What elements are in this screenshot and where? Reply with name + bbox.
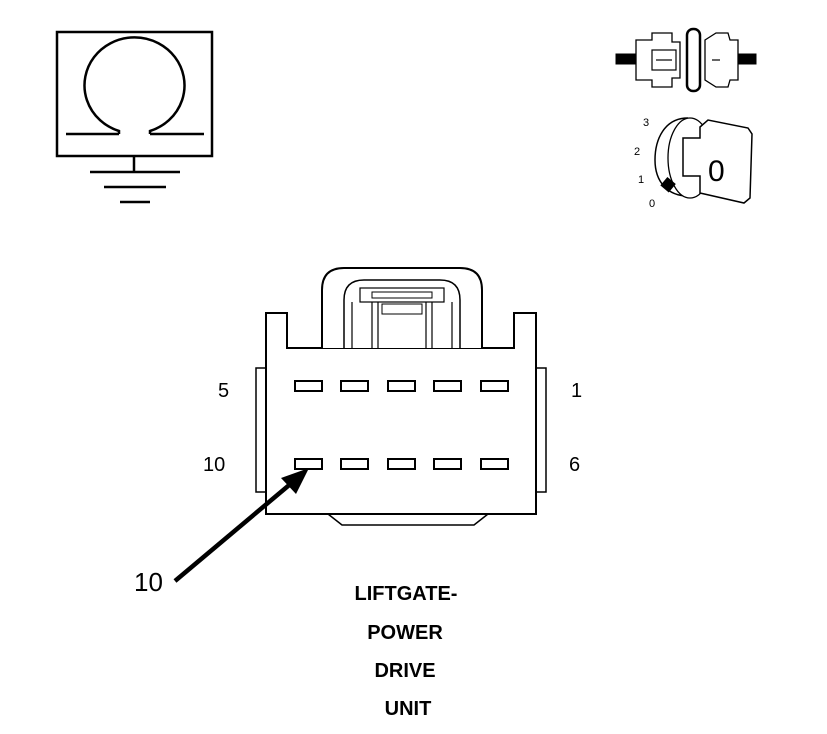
pin-cavity-2: [433, 380, 462, 392]
callout-arrow: [173, 468, 309, 583]
pin-cavity-8: [387, 458, 416, 470]
title-line-1: LIFTGATE-: [355, 583, 458, 605]
pin-label-top-right: 1: [571, 380, 582, 402]
ignition-position-2: 2: [634, 146, 640, 158]
pin-label-bottom-right: 6: [569, 454, 580, 476]
ignition-position-3: 3: [643, 117, 649, 129]
pin-cavity-7: [433, 458, 462, 470]
pin-label-bottom-left: 10: [203, 454, 225, 476]
pin-cavity-1: [480, 380, 509, 392]
connector-body: [255, 267, 547, 526]
connector-disconnected-icon: [615, 27, 757, 93]
pin-cavity-5: [294, 380, 323, 392]
pin-label-top-left: 5: [218, 380, 229, 402]
ohmmeter-ground-icon: [55, 30, 214, 204]
pin-cavity-4: [340, 380, 369, 392]
ignition-key-off-icon: 3 2 1 0 0: [634, 117, 753, 210]
pin-cavity-9: [340, 458, 369, 470]
title-line-3: DRIVE: [374, 660, 435, 682]
pin-cavity-10: [294, 458, 323, 470]
pin-cavity-3: [387, 380, 416, 392]
callout-pin-number: 10: [134, 567, 163, 597]
component-title: LIFTGATE- POWER DRIVE UNIT: [355, 583, 458, 720]
pin-cavity-6: [480, 458, 509, 470]
ignition-position-0: 0: [649, 198, 655, 210]
title-line-2: POWER: [367, 622, 443, 644]
ignition-position-1: 1: [638, 174, 644, 186]
title-line-4: UNIT: [385, 698, 432, 720]
connector-pin-cavities: [294, 380, 509, 470]
ignition-key-position: 0: [708, 155, 725, 188]
